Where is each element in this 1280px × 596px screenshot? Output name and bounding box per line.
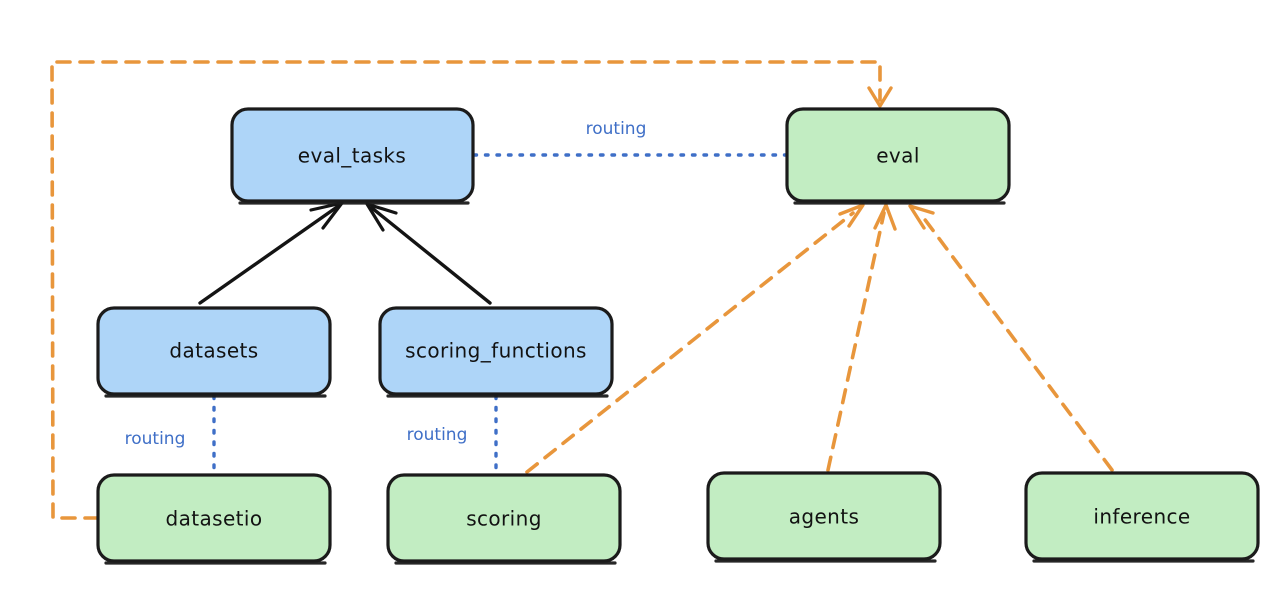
node-scoring-rect	[386, 473, 622, 563]
arrowhead-inference-eval	[908, 204, 935, 230]
node-agents[interactable]: agents	[706, 471, 942, 563]
node-eval-label: eval	[876, 144, 920, 168]
node-inference[interactable]: inference	[1024, 471, 1260, 563]
node-scoring-label: scoring	[466, 507, 542, 531]
node-agents-label: agents	[789, 505, 860, 529]
edge-label-routing-scoring-functions: routing	[407, 425, 468, 445]
node-scoring-functions-rect	[378, 306, 614, 396]
arrowhead-datasetio-eval	[867, 86, 893, 108]
node-datasetio-label: datasetio	[165, 507, 262, 531]
node-layer: eval_tasks eval datasets scoring_functio…	[96, 107, 1260, 565]
node-eval[interactable]: eval	[785, 107, 1011, 205]
node-datasets-label: datasets	[169, 339, 258, 363]
edge-path-scoring_functions-eval_tasks	[370, 206, 492, 305]
edge-path-scoring-eval	[525, 211, 855, 474]
edge-label-routing-datasets: routing	[125, 429, 186, 449]
node-datasets[interactable]: datasets	[96, 306, 332, 398]
node-datasetio[interactable]: datasetio	[96, 473, 332, 565]
edge-agents-to-eval	[826, 203, 897, 472]
edge-datasetio-to-eval	[50, 60, 893, 520]
node-eval-rect	[785, 107, 1011, 203]
node-agents-rect	[706, 471, 942, 561]
edge-label-routing-eval-tasks: routing	[586, 119, 647, 139]
edge-path-datasetio-eval	[50, 60, 882, 520]
edge-scoring_functions-to-eval_tasks	[365, 202, 492, 305]
arrowhead-agents-eval	[873, 203, 897, 231]
node-inference-label: inference	[1093, 505, 1190, 529]
node-datasets-rect	[96, 306, 332, 396]
node-scoring[interactable]: scoring	[386, 473, 622, 565]
node-eval-tasks-label: eval_tasks	[298, 144, 406, 168]
edge-layer	[50, 60, 1114, 520]
node-eval-tasks[interactable]: eval_tasks	[230, 107, 475, 205]
edge-datasets-to-eval_tasks	[198, 201, 344, 305]
edge-path-inference-eval	[918, 211, 1114, 472]
edge-scoring-to-eval	[525, 203, 865, 474]
edge-inference-to-eval	[908, 204, 1114, 472]
edge-path-agents-eval	[826, 211, 886, 472]
node-datasetio-rect	[96, 473, 332, 563]
node-scoring-functions[interactable]: scoring_functions	[378, 306, 614, 398]
edge-path-datasets-eval_tasks	[198, 205, 339, 305]
edge-label-layer: routing routing routing	[125, 119, 647, 449]
node-inference-rect	[1024, 471, 1260, 561]
arrowhead-scoring-eval	[838, 203, 865, 228]
node-scoring-functions-label: scoring_functions	[405, 339, 587, 363]
node-eval-tasks-rect	[230, 107, 475, 203]
